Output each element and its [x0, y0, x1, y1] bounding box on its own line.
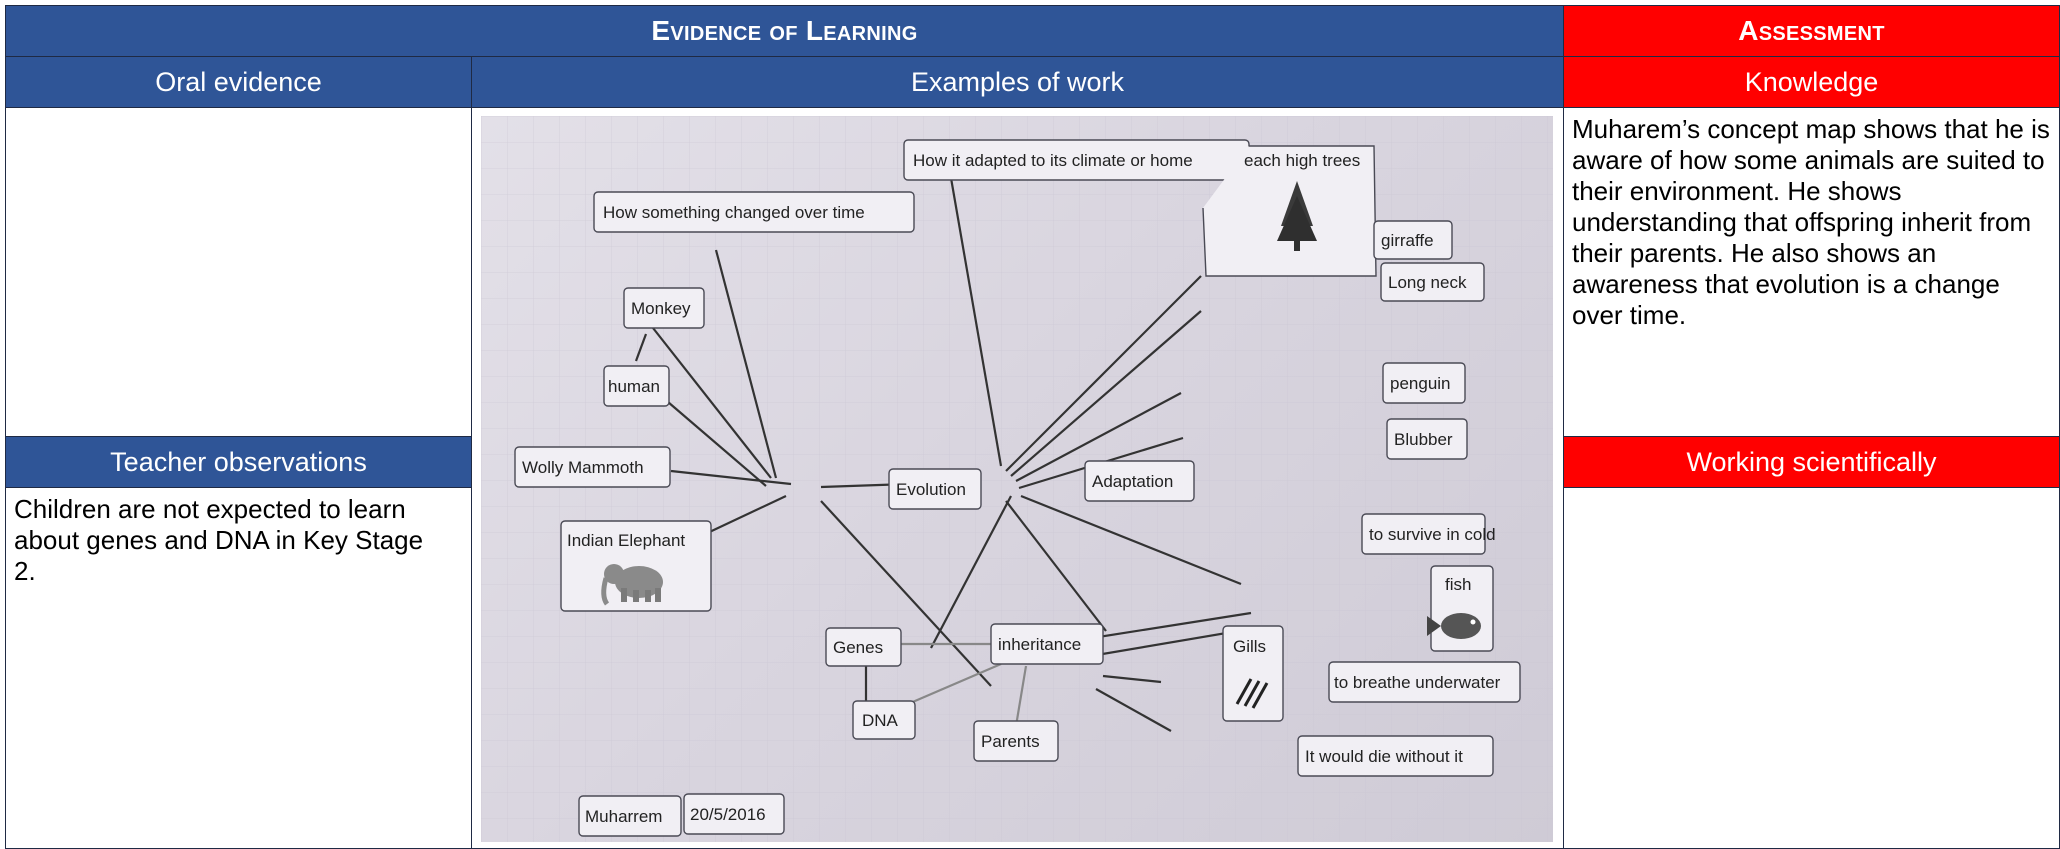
working-scientifically-cell: [1563, 487, 2060, 849]
node-genes: Genes: [833, 638, 883, 657]
node-giraffe: girraffe: [1381, 231, 1434, 250]
node-wolly-mammoth: Wolly Mammoth: [522, 458, 644, 477]
tree-icon: [1277, 181, 1317, 251]
node-parents: Parents: [981, 732, 1040, 751]
evidence-of-learning-title: Evidence of Learning: [651, 15, 918, 46]
examples-of-work-header: Examples of work: [471, 56, 1564, 108]
concept-map-nodes: How it adapted to its climate or home ea…: [514, 139, 1521, 837]
concept-map-svg: How it adapted to its climate or home ea…: [481, 116, 1553, 842]
work-date: 20/5/2016: [690, 805, 766, 824]
concept-map-connectors: [634, 177, 1257, 732]
node-to-breathe: to breathe underwater: [1334, 673, 1501, 692]
node-human: human: [608, 377, 660, 396]
teacher-observations-header: Teacher observations: [5, 436, 472, 488]
node-inheritance: inheritance: [998, 635, 1081, 654]
teacher-observations-text: Children are not expected to learn about…: [14, 494, 424, 586]
node-to-survive: to survive in cold: [1369, 525, 1496, 544]
oral-evidence-cell: [5, 107, 472, 437]
student-name: Muharrem: [585, 807, 662, 826]
assessment-header: Assessment: [1563, 5, 2060, 57]
node-adaptation: Adaptation: [1092, 472, 1173, 491]
node-reach-high-trees: each high trees: [1244, 151, 1360, 170]
node-indian-elephant: Indian Elephant: [567, 531, 685, 550]
knowledge-text: Muharem’s concept map shows that he is a…: [1572, 114, 2050, 330]
node-blubber: Blubber: [1394, 430, 1453, 449]
assessment-title: Assessment: [1738, 15, 1885, 46]
teacher-observations-title: Teacher observations: [110, 446, 367, 477]
node-fish: fish: [1445, 575, 1471, 594]
node-evolution: Evolution: [896, 480, 966, 499]
fish-icon: [1427, 613, 1481, 639]
elephant-icon: [601, 564, 663, 606]
working-scientifically-header: Working scientifically: [1563, 436, 2060, 488]
knowledge-cell: Muharem’s concept map shows that he is a…: [1563, 107, 2060, 437]
oral-evidence-title: Oral evidence: [155, 66, 322, 97]
node-penguin: penguin: [1390, 374, 1451, 393]
node-dna: DNA: [862, 711, 899, 730]
knowledge-title: Knowledge: [1744, 66, 1879, 97]
node-long-neck: Long neck: [1388, 273, 1467, 292]
concept-map-photo: How it adapted to its climate or home ea…: [481, 116, 1553, 842]
node-how-changed: How something changed over time: [603, 203, 865, 222]
node-monkey: Monkey: [631, 299, 691, 318]
teacher-observations-cell: Children are not expected to learn about…: [5, 487, 472, 849]
node-gills: Gills: [1233, 637, 1266, 656]
working-scientifically-title: Working scientifically: [1686, 446, 1937, 477]
node-would-die: It would die without it: [1305, 747, 1463, 766]
evidence-of-learning-header: Evidence of Learning: [5, 5, 1564, 57]
oral-evidence-header: Oral evidence: [5, 56, 472, 108]
gills-icon: [1235, 678, 1269, 709]
knowledge-header: Knowledge: [1563, 56, 2060, 108]
node-how-adapted: How it adapted to its climate or home: [913, 151, 1193, 170]
examples-of-work-title: Examples of work: [910, 66, 1125, 97]
